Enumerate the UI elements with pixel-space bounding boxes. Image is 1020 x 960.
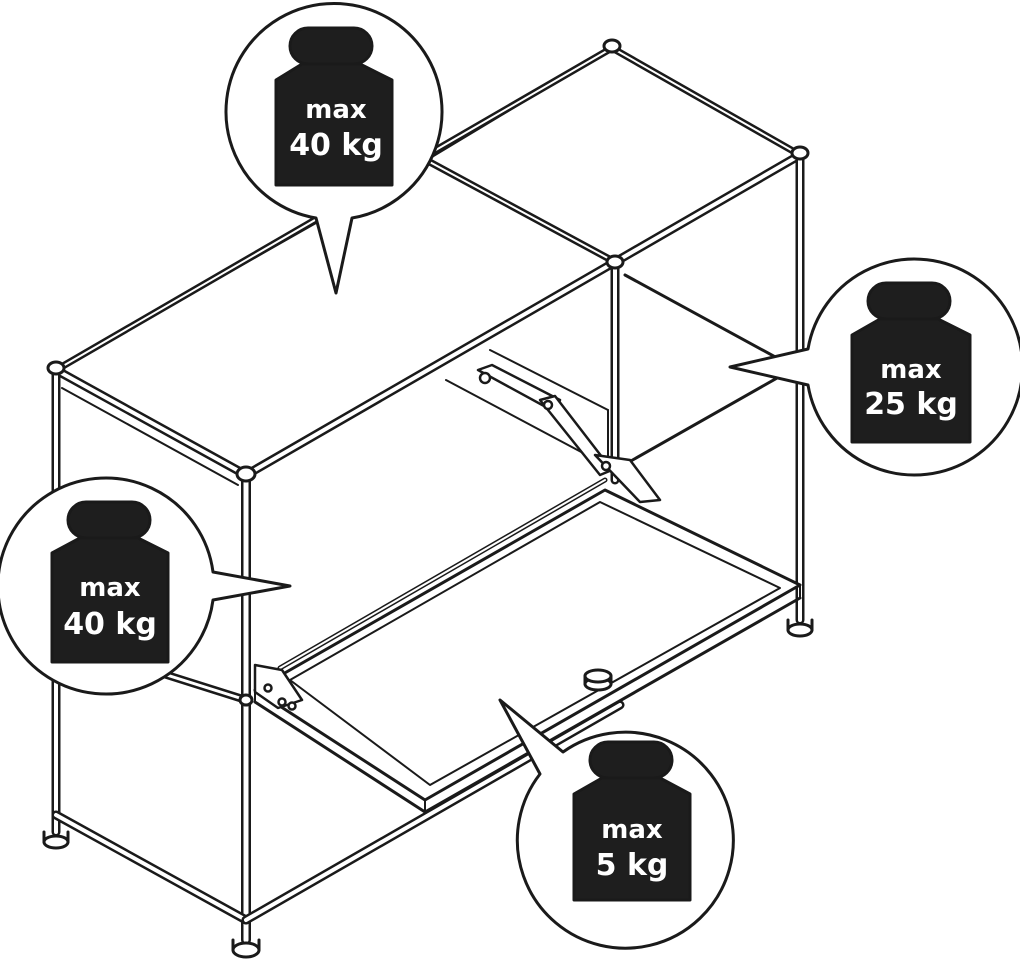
flap-stay-arm-right — [476, 363, 662, 504]
callout-left-compartment: max 40 kg — [0, 476, 292, 696]
callout-top-shelf-line1: max — [305, 95, 367, 125]
callout-top-shelf: max 40 kg — [224, 2, 444, 295]
callout-top-shelf-line2: 40 kg — [289, 128, 383, 163]
callout-right-compartment-line2: 25 kg — [864, 387, 958, 422]
callout-drop-front-flap-line2: 5 kg — [596, 848, 669, 883]
callout-right-compartment: max 25 kg — [728, 257, 1020, 477]
callout-right-compartment-line1: max — [880, 355, 942, 385]
shelving-unit — [42, 38, 814, 959]
feet — [42, 618, 814, 959]
callout-drop-front-flap-line1: max — [601, 815, 663, 845]
callout-drop-front-flap: max 5 kg — [498, 698, 735, 950]
callout-left-compartment-line2: 40 kg — [63, 607, 157, 642]
callout-left-compartment-line1: max — [79, 573, 141, 603]
flap-hinge-left — [253, 663, 304, 711]
